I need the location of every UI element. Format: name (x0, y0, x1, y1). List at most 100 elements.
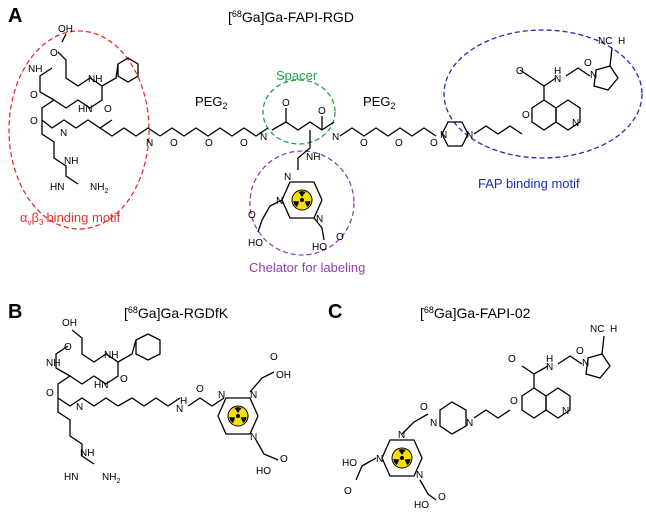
atom-o: O (438, 492, 446, 503)
atom-o: O (336, 232, 344, 243)
atom-n: N (582, 358, 589, 369)
atom-nh2: NH2 (102, 472, 120, 485)
atom-o: O (196, 384, 204, 395)
atom-n: N (572, 118, 579, 129)
atom-n: N (250, 432, 257, 443)
atom-o: O (46, 388, 54, 399)
atom-ho: HO (414, 500, 429, 511)
atom-n: N (554, 74, 561, 85)
atom-o: O (344, 486, 352, 497)
cyclic-rgd-peptide-a: OH O NH O NH O HN O N NH HN NH2 N (28, 24, 161, 195)
atom-n: N (440, 130, 447, 141)
spacer-label: Spacer (276, 68, 318, 83)
atom-n: N (218, 390, 225, 401)
atom-o: O (170, 138, 178, 149)
atom-h: H (180, 396, 187, 407)
panel-a-title: [68Ga]Ga-FAPI-RGD (228, 9, 354, 25)
atom-o: O (104, 104, 112, 115)
spacer-to-chelator (297, 130, 311, 170)
atom-o: O (510, 396, 518, 407)
atom-o: O (576, 346, 584, 357)
fapi-structure-a: N N O N O N H O N NC H (440, 36, 625, 147)
atom-nh: NH (46, 358, 60, 369)
atom-n: N (430, 418, 437, 429)
radioactive-icon (391, 447, 413, 469)
atom-nh: NH (306, 152, 320, 163)
integrin-motif-ellipse (8, 30, 150, 230)
atom-n: N (466, 418, 473, 429)
atom-ho: HO (256, 466, 271, 477)
atom-ho: HO (248, 238, 263, 249)
atom-o: O (420, 402, 428, 413)
peg-right-label: PEG2 (363, 94, 395, 111)
atom-o: O (280, 454, 288, 465)
atom-hn: HN (94, 380, 108, 391)
atom-o: O (584, 58, 592, 69)
atom-h: H (554, 66, 561, 77)
fap-motif-ellipse (443, 29, 643, 159)
chelator-ellipse (249, 150, 355, 256)
atom-n: N (416, 470, 423, 481)
atom-nh: NH (80, 448, 94, 459)
peg-chain-right (339, 127, 437, 137)
atom-n: N (332, 132, 339, 143)
atom-o: O (318, 106, 326, 117)
atom-o: O (430, 138, 438, 149)
atom-n: N (260, 132, 267, 143)
atom-h: H (546, 354, 553, 365)
atom-oh: OH (58, 24, 73, 35)
rgdfk-structure-b: OH O NH NH O HN O N NH HN NH2 N H O N N … (46, 318, 291, 485)
atom-o: O (508, 354, 516, 365)
atom-n: N (146, 138, 153, 149)
panel-a-letter: A (8, 5, 22, 27)
spacer-chain (271, 121, 335, 131)
atom-h: H (610, 324, 617, 335)
atom-o: O (516, 66, 524, 77)
atom-hn: HN (64, 472, 78, 483)
atom-o: O (30, 116, 38, 127)
panel-c-letter: C (328, 301, 342, 323)
panel-b-title: [68Ga]Ga-RGDfK (124, 305, 229, 321)
atom-nh2: NH2 (90, 182, 108, 195)
panel-b-letter: B (8, 301, 22, 323)
chelator-nota-a: N N N O HO HO O (248, 172, 344, 253)
atom-o: O (248, 210, 256, 221)
atom-n: N (466, 130, 473, 141)
peg-left-label: PEG2 (195, 94, 227, 111)
atom-o: O (50, 48, 58, 59)
atom-ho: HO (312, 242, 327, 253)
atom-n: N (60, 128, 67, 139)
atom-nh: NH (88, 74, 102, 85)
atom-o: O (522, 110, 530, 121)
atom-o: O (270, 352, 278, 363)
radioactive-icon (227, 405, 249, 427)
radioactive-icon (291, 189, 313, 211)
atom-hn: HN (78, 104, 92, 115)
atom-n: N (376, 454, 383, 465)
atom-n: N (250, 390, 257, 401)
atom-nh: NH (104, 350, 118, 361)
fap-binding-label: FAP binding motif (478, 176, 580, 191)
atom-o: O (360, 138, 368, 149)
atom-hn: HN (50, 182, 64, 193)
atom-n: N (590, 70, 597, 81)
atom-oh: OH (62, 318, 77, 329)
atom-oh: OH (276, 370, 291, 381)
atom-n: N (316, 214, 323, 225)
atom-n: N (176, 404, 183, 415)
atom-o: O (64, 342, 72, 353)
chelator-label: Chelator for labeling (249, 260, 365, 275)
panel-c-title: [68Ga]Ga-FAPI-02 (420, 305, 531, 321)
atom-o: O (282, 98, 290, 109)
atom-o: O (120, 374, 128, 385)
atom-h: H (618, 36, 625, 47)
atom-nh: NH (64, 156, 78, 167)
atom-n: N (562, 406, 569, 417)
atom-nc: NC (590, 324, 604, 335)
atom-n: N (284, 172, 291, 183)
atom-o: O (205, 138, 213, 149)
peg-chain-left (159, 127, 269, 137)
atom-nh: NH (28, 64, 42, 75)
atom-o: O (240, 138, 248, 149)
